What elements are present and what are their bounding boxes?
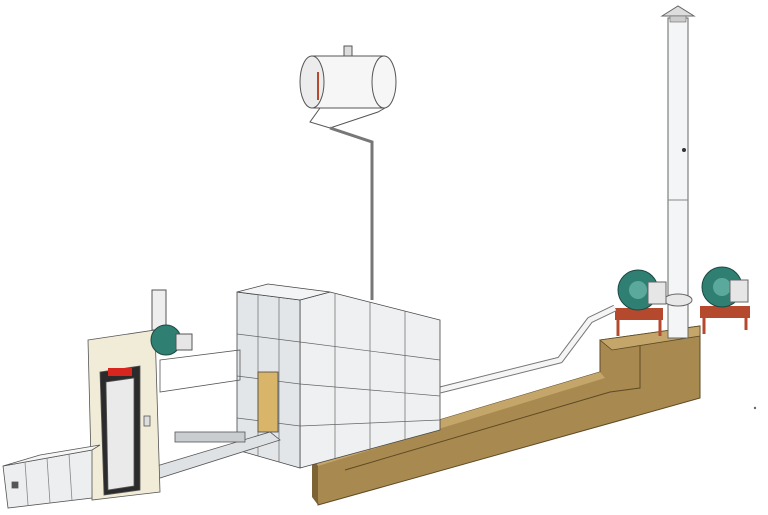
entrance-frame: [87, 329, 161, 501]
spray-booth: [236, 283, 441, 469]
chimney: [660, 5, 696, 339]
exhaust-fan-1: [615, 269, 667, 336]
fuel-tank: [299, 45, 397, 300]
exhaust-fan-2: [700, 266, 750, 334]
conveyor: [149, 349, 281, 479]
entrance-tunnel: [2, 444, 101, 509]
marker-dot: [753, 406, 757, 410]
intake-fan: [150, 289, 193, 356]
